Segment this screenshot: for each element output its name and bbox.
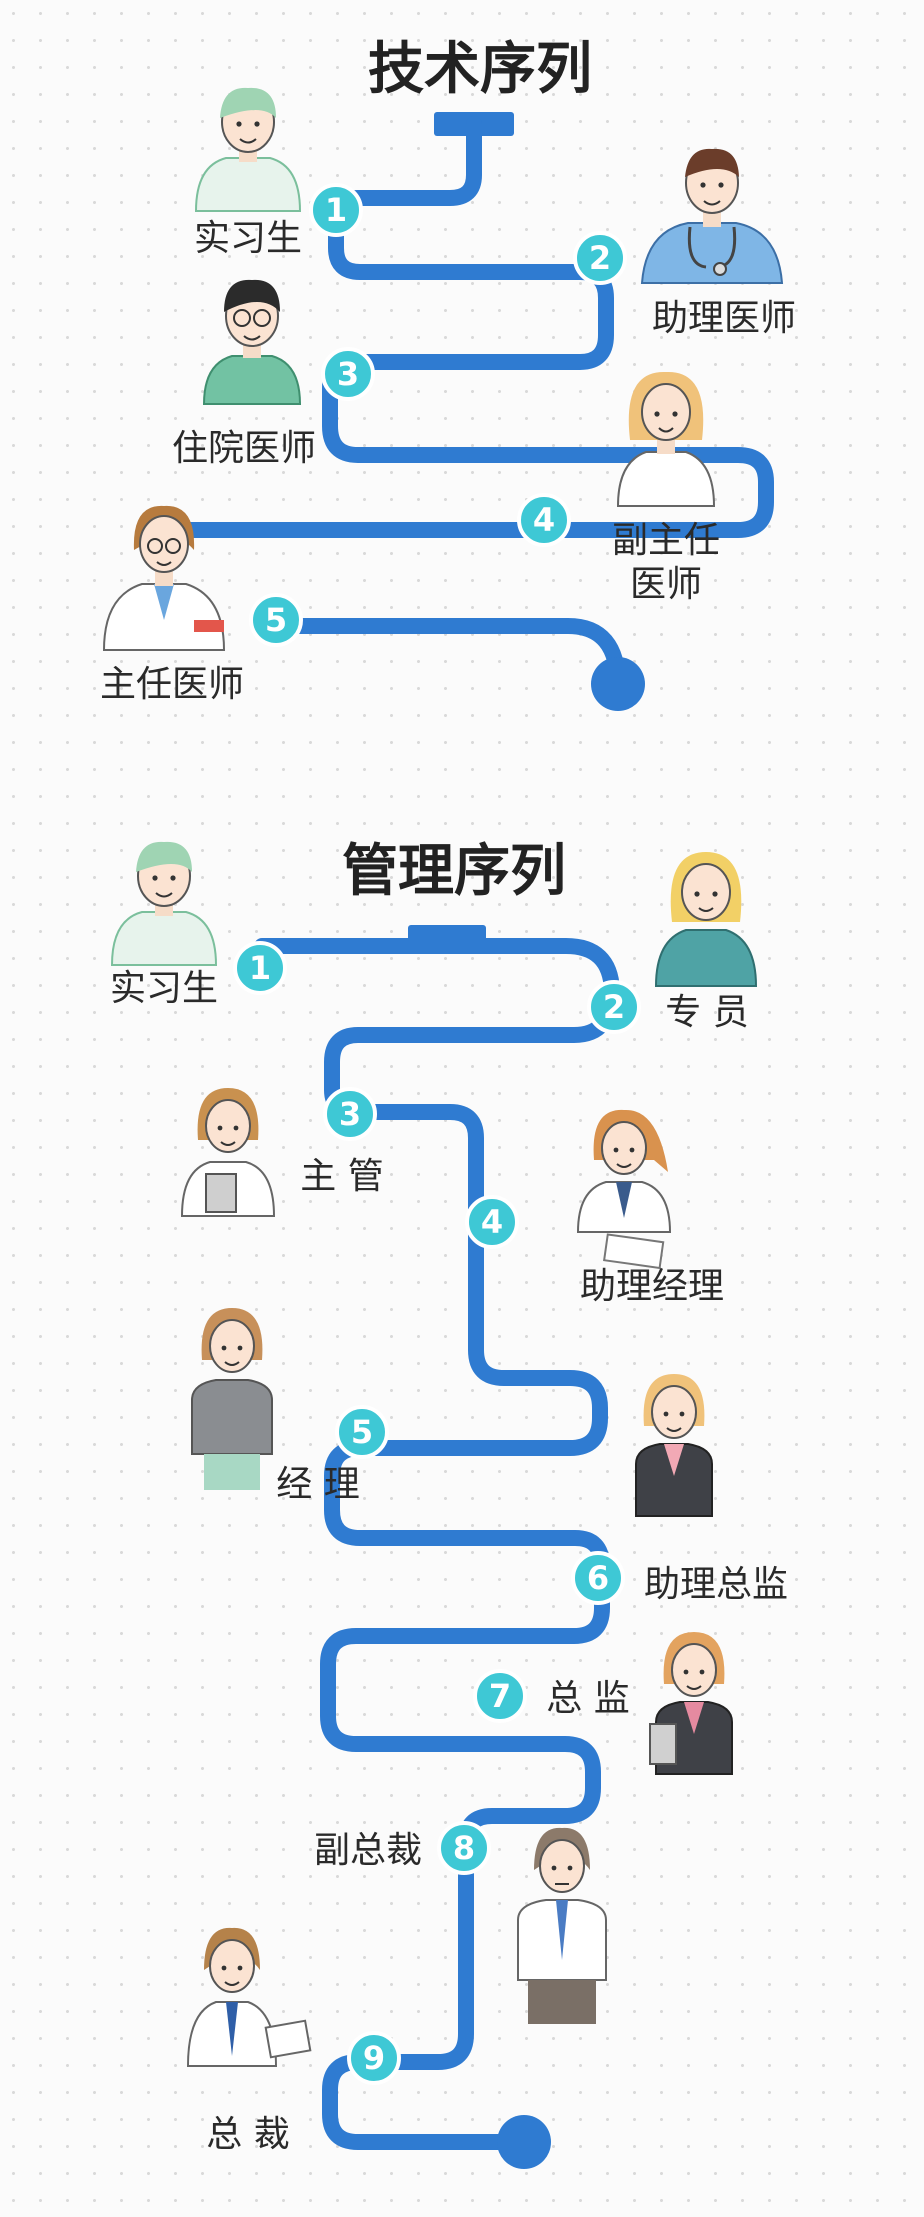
mgmt-label-5: 经 理 (276, 1464, 359, 1505)
svg-text:7: 7 (489, 1677, 511, 1715)
tech-label-3: 住院医师 (172, 428, 316, 469)
svg-text:5: 5 (351, 1413, 373, 1451)
mgmt-section: 管理序列 1 2 3 4 5 6 7 (110, 839, 788, 2169)
tech-marker-4: 4 (517, 493, 571, 547)
svg-text:6: 6 (587, 1559, 609, 1597)
mgmt-label-6: 助理总监 (644, 1564, 788, 1605)
tech-marker-5: 5 (249, 593, 303, 647)
mgmt-marker-7: 7 (473, 1669, 527, 1723)
mgmt-marker-1: 1 (233, 941, 287, 995)
tech-marker-3: 3 (321, 347, 375, 401)
tech-label-4b: 医师 (630, 564, 702, 605)
tech-label-4a: 副主任 (612, 520, 720, 561)
mgmt-marker-8: 8 (437, 1821, 491, 1875)
mgmt-marker-3: 3 (323, 1087, 377, 1141)
mgmt-intern-figure-icon (110, 841, 218, 966)
mgmt-label-1: 实习生 (110, 968, 218, 1009)
tech-label-5: 主任医师 (100, 664, 244, 705)
mgmt-label-9: 总 裁 (206, 2114, 289, 2155)
tech-section: 技术序列 1 2 3 4 5 实习生 助理医师 住院医师 (100, 37, 796, 711)
mgmt-title: 管理序列 (342, 839, 566, 904)
tech-label-2: 助理医师 (652, 298, 796, 339)
svg-text:3: 3 (337, 355, 359, 393)
chief-doctor-figure-icon (102, 505, 226, 651)
svg-text:2: 2 (603, 988, 625, 1026)
resident-doctor-figure-icon (202, 279, 302, 405)
tech-label-1: 实习生 (194, 218, 302, 259)
svg-text:1: 1 (249, 949, 271, 987)
intern-figure-icon (194, 87, 302, 212)
tech-marker-1: 1 (309, 183, 363, 237)
mgmt-marker-6: 6 (571, 1551, 625, 1605)
mgmt-label-7: 总 监 (546, 1678, 629, 1719)
director-figure-icon (649, 1632, 733, 1775)
mgmt-marker-2: 2 (587, 980, 641, 1034)
assistant-doctor-figure-icon (640, 148, 784, 284)
svg-text:5: 5 (265, 601, 287, 639)
mgmt-label-4: 助理经理 (580, 1266, 724, 1307)
mgmt-marker-4: 4 (465, 1195, 519, 1249)
specialist-figure-icon (654, 852, 758, 987)
mgmt-end-dot (497, 2115, 551, 2169)
assistant-director-figure-icon (635, 1374, 713, 1517)
supervisor-figure-icon (180, 1088, 276, 1217)
mgmt-label-8: 副总裁 (314, 1830, 422, 1871)
tech-marker-2: 2 (573, 231, 627, 285)
assistant-manager-figure-icon (576, 1109, 672, 1270)
mgmt-label-2: 专 员 (665, 992, 748, 1033)
svg-text:9: 9 (363, 2039, 385, 2077)
svg-text:2: 2 (589, 239, 611, 277)
svg-text:3: 3 (339, 1095, 361, 1133)
manager-figure-icon (191, 1308, 273, 1490)
svg-text:4: 4 (481, 1203, 503, 1241)
mgmt-label-3: 主 管 (300, 1156, 383, 1197)
svg-text:8: 8 (453, 1829, 475, 1867)
mgmt-marker-9: 9 (347, 2031, 401, 2085)
president-figure-icon (186, 1927, 312, 2067)
vice-president-figure-icon (517, 1827, 607, 2024)
associate-chief-figure-icon (616, 371, 716, 507)
svg-text:1: 1 (325, 191, 347, 229)
svg-text:4: 4 (533, 501, 555, 539)
tech-title: 技术序列 (368, 37, 592, 102)
mgmt-marker-5: 5 (335, 1405, 389, 1459)
tech-end-dot (591, 657, 645, 711)
